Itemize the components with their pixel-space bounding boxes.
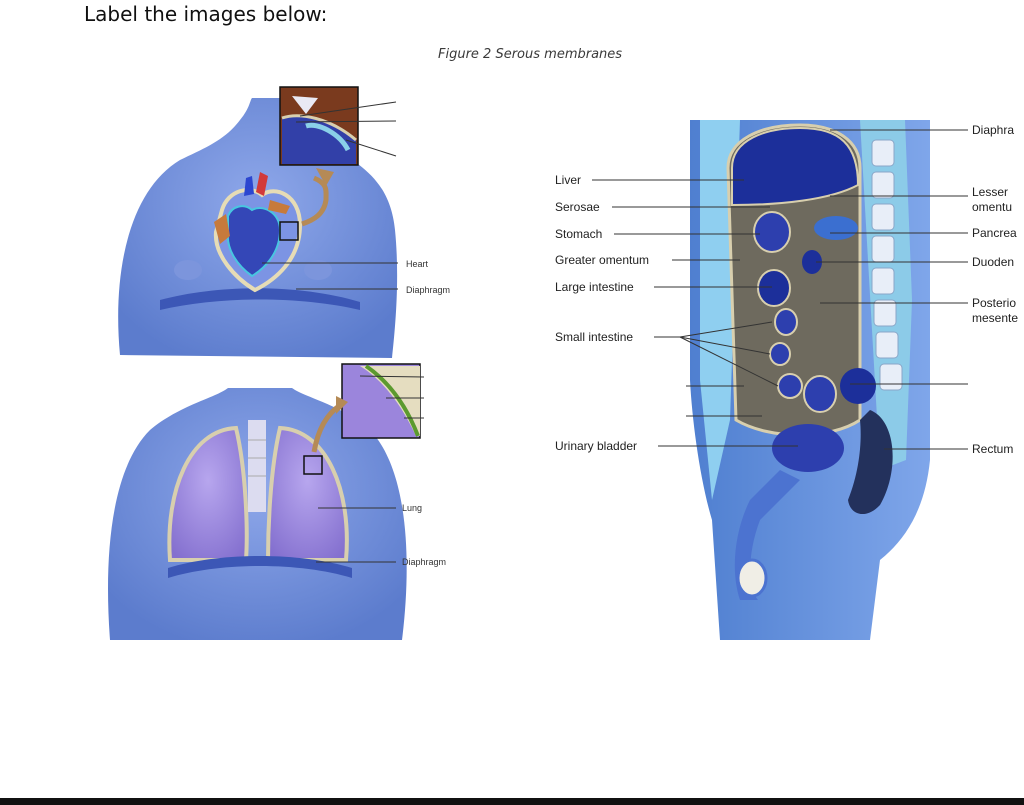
- label-diaphragm-bottom: Diaphragm: [402, 557, 446, 567]
- label-small-intestine: Small intestine: [555, 330, 633, 344]
- abdomen-leader-lines: [592, 129, 968, 450]
- label-stomach: Stomach: [555, 227, 602, 241]
- bottom-border-bar: [0, 798, 1024, 805]
- label-duodenum: Duoden: [972, 255, 1014, 269]
- label-posterior-mesentery-line2: mesente: [972, 311, 1018, 325]
- label-large-intestine: Large intestine: [555, 280, 634, 294]
- label-posterior-mesentery-line1: Posterio: [972, 296, 1016, 310]
- instruction-heading: Label the images below:: [84, 2, 328, 26]
- label-lung: Lung: [402, 503, 422, 513]
- figure-caption: Figure 2 Serous membranes: [438, 47, 623, 62]
- label-lesser-omentum-line1: Lesser: [972, 185, 1008, 199]
- abdomen-sagittal-illustration: [690, 120, 930, 640]
- label-diaphragm-top: Diaphragm: [406, 285, 450, 295]
- label-heart: Heart: [406, 259, 429, 269]
- label-diaphragm-right: Diaphra: [972, 123, 1014, 137]
- label-rectum: Rectum: [972, 442, 1013, 456]
- label-lesser-omentum-line2: omentu: [972, 200, 1012, 214]
- label-urinary-bladder: Urinary bladder: [555, 439, 637, 453]
- heart-thorax-illustration: [118, 86, 398, 358]
- label-serosae: Serosae: [555, 200, 600, 214]
- label-pancreas: Pancrea: [972, 226, 1017, 240]
- lungs-thorax-illustration: [108, 363, 425, 640]
- label-greater-omentum: Greater omentum: [555, 253, 649, 267]
- label-liver: Liver: [555, 173, 581, 187]
